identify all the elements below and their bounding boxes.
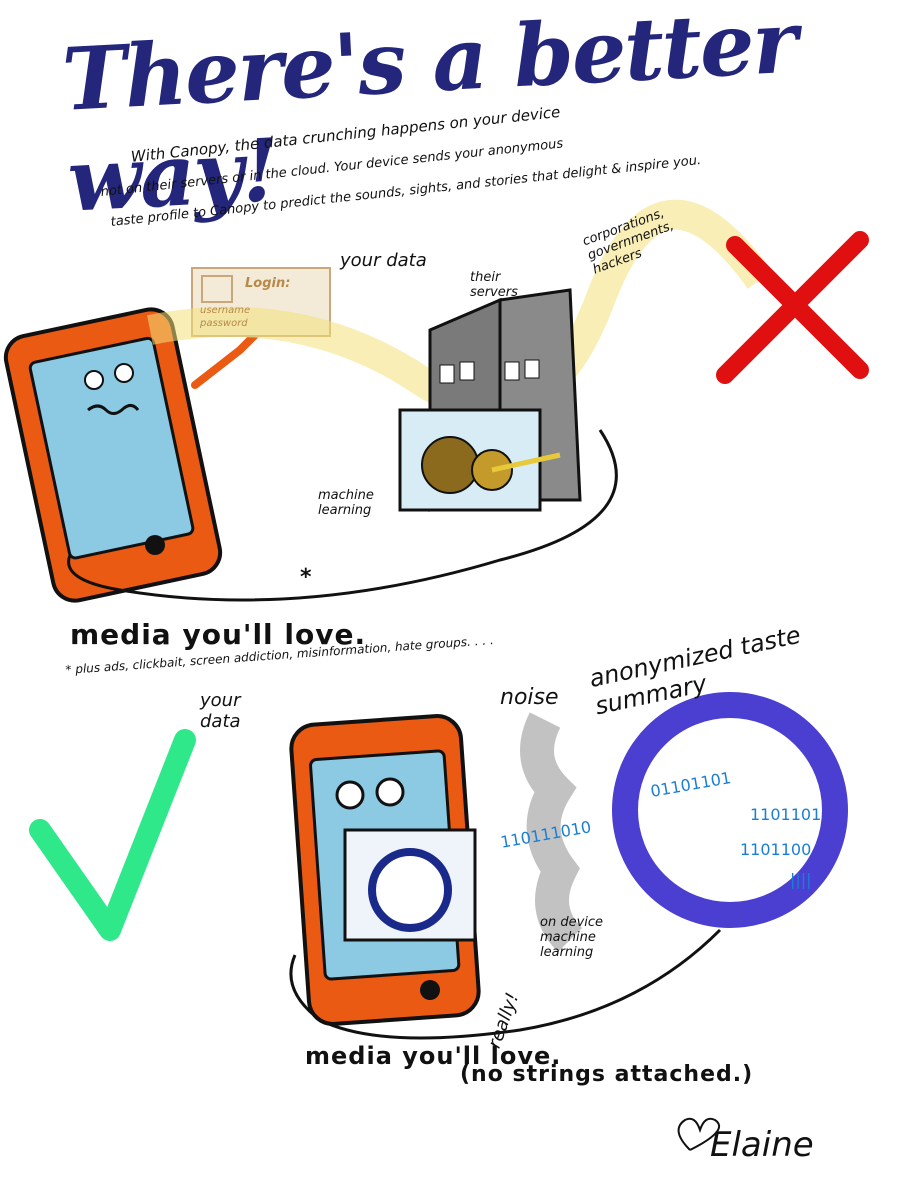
login-username: username xyxy=(200,305,251,316)
no-strings-label: (no strings attached.) xyxy=(460,1062,754,1087)
servers-drawing xyxy=(398,288,582,512)
login-title: Login: xyxy=(245,276,291,291)
check-mark-icon xyxy=(29,729,196,941)
top-media-label: media you'll love. xyxy=(70,618,367,651)
asterisk-mark: * xyxy=(300,565,313,590)
happy-phone-drawing xyxy=(289,714,481,1026)
noise-smoke-drawing xyxy=(520,712,583,953)
bottom-your-data-label: your data xyxy=(200,690,241,732)
signature-heart-icon xyxy=(677,1117,721,1151)
binary-text-5: |||| xyxy=(790,870,812,889)
cross-mark-icon xyxy=(716,231,869,384)
binary-text-3: 1101101 xyxy=(750,805,822,824)
bottom-media-label: media you'll love. xyxy=(305,1042,562,1070)
binary-text-4: 1101100 xyxy=(740,840,812,859)
noise-label: noise xyxy=(500,685,559,710)
login-password: password xyxy=(200,318,248,329)
machine-learning-label: machine learning xyxy=(318,488,374,518)
signature: Elaine xyxy=(710,1125,814,1165)
bottom-loop-arrow xyxy=(289,928,722,1040)
worried-phone-drawing xyxy=(3,307,259,603)
summary-ring-icon xyxy=(612,692,848,928)
top-your-data-label: your data xyxy=(340,250,427,271)
top-loop-arrow xyxy=(67,429,618,602)
on-device-label: on device machine learning xyxy=(540,915,604,960)
their-servers-label: their servers xyxy=(470,270,518,300)
